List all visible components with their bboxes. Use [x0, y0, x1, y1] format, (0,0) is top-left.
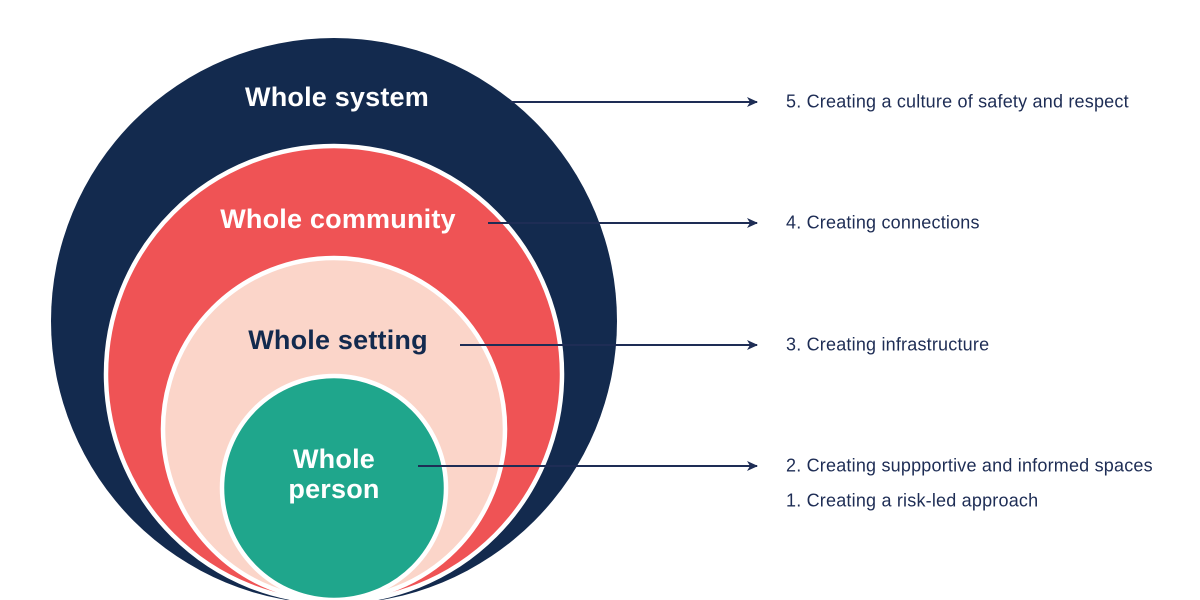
label-whole-person: Whole person — [288, 443, 380, 504]
annotation-3: 3. Creating infrastructure — [786, 334, 990, 355]
annotation-2: 2. Creating suppportive and informed spa… — [786, 455, 1153, 476]
circle-whole-person — [219, 373, 449, 600]
annotation-4: 4. Creating connections — [786, 212, 980, 233]
annotation-5: 5. Creating a culture of safety and resp… — [786, 91, 1129, 112]
label-whole-system: Whole system — [245, 81, 429, 112]
label-whole-community: Whole community — [220, 203, 456, 234]
label-whole-setting: Whole setting — [248, 324, 428, 355]
annotation-1: 1. Creating a risk-led approach — [786, 490, 1039, 511]
